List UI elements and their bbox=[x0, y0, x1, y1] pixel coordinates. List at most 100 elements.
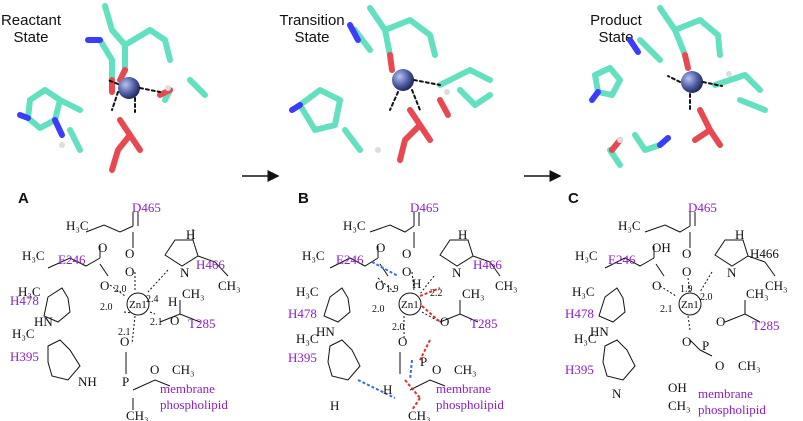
scheme-a-n466: N bbox=[180, 265, 190, 280]
structure-b bbox=[289, 5, 493, 163]
scheme-b-o-phos: O bbox=[398, 334, 407, 349]
structure-a bbox=[17, 3, 208, 173]
scheme-a-dist-2: 2.0 bbox=[100, 302, 113, 313]
scheme-c-o2: O bbox=[682, 264, 691, 279]
scheme-c-o-t285: O bbox=[716, 314, 725, 329]
scheme-a bbox=[43, 212, 229, 410]
scheme-b-o-t285: O bbox=[440, 314, 449, 329]
scheme-b-hn: HN bbox=[316, 324, 335, 339]
scheme-b-n466: N bbox=[452, 265, 462, 280]
scheme-a-o-t285: O bbox=[170, 313, 179, 328]
scheme-c-hn: HN bbox=[590, 324, 609, 339]
scheme-b-zn: Zn1 bbox=[401, 299, 419, 311]
scheme-a-nh: H bbox=[186, 227, 195, 242]
scheme-a-e246-label: E246 bbox=[58, 252, 86, 267]
panel-label-c: C bbox=[568, 190, 579, 207]
scheme-b-e246-label: E246 bbox=[336, 252, 364, 267]
scheme-a-dist-3: 2.4 bbox=[146, 294, 159, 305]
scheme-c-o1: O bbox=[682, 246, 691, 261]
scheme-b-h466-label: H466 bbox=[473, 257, 502, 272]
scheme-c-dist-1: 1.9 bbox=[680, 284, 693, 295]
panel-label-a: A bbox=[18, 190, 29, 207]
scheme-a-o-phos: O bbox=[120, 334, 129, 349]
scheme-a-o1: O bbox=[125, 246, 134, 261]
scheme-c-n466: N bbox=[727, 265, 737, 280]
scheme-b-h3c-h395: H₃C bbox=[296, 331, 319, 346]
scheme-a-nh395: NH bbox=[78, 374, 97, 389]
reactant-state-title: Reactant State bbox=[0, 12, 62, 46]
scheme-b-substrate-line1: membrane bbox=[436, 381, 491, 396]
scheme-b-p: P bbox=[420, 354, 427, 369]
scheme-b-h478-label: H478 bbox=[288, 306, 317, 321]
scheme-a-dist-5: 2.1 bbox=[118, 327, 131, 338]
scheme-c bbox=[598, 212, 776, 381]
scheme-a-d465-label: D465 bbox=[132, 200, 161, 215]
scheme-c-d465-label: D465 bbox=[688, 200, 717, 215]
scheme-b-labels: H₃C D465 O O H₃C E246 O O H466 H N CH₃ H… bbox=[288, 200, 518, 421]
scheme-b-dist-4: 2.0 bbox=[392, 322, 405, 333]
scheme-a-h3c-h478: H₃C bbox=[18, 284, 41, 299]
scheme-c-nh: H bbox=[735, 227, 744, 242]
scheme-a-h3c-e246: H₃C bbox=[22, 248, 45, 263]
transition-state-title: Transition State bbox=[279, 12, 345, 46]
scheme-b-ch3-h466: CH₃ bbox=[495, 278, 518, 293]
scheme-b-h-plus: H bbox=[383, 382, 392, 397]
scheme-a-o3: O bbox=[98, 240, 107, 255]
scheme-c-dist-3: 2.1 bbox=[660, 304, 673, 315]
scheme-b-t285-label: T285 bbox=[470, 316, 497, 331]
scheme-c-h3c-d465: H₃C bbox=[618, 218, 641, 233]
scheme-b-nh: H bbox=[458, 227, 467, 242]
scheme-c-substrate-line2: phospholipid bbox=[698, 402, 766, 417]
scheme-a-substrate-line1: membrane bbox=[160, 381, 215, 396]
scheme-c-substrate-line1: membrane bbox=[698, 386, 753, 401]
scheme-a-dist-1: 2.0 bbox=[114, 284, 127, 295]
scheme-b-o-ester: O bbox=[432, 362, 441, 377]
product-state-title: Product State bbox=[590, 12, 642, 46]
scheme-b-dist-3: 2.0 bbox=[372, 304, 385, 315]
scheme-a-h478-label: H478 bbox=[10, 293, 39, 308]
scheme-c-dist-2: 2.0 bbox=[700, 292, 713, 303]
scheme-a-o-ester: O bbox=[150, 362, 159, 377]
scheme-b-h395-label: H395 bbox=[288, 350, 317, 365]
scheme-a-h285: H bbox=[168, 294, 177, 309]
scheme-a-ch3-ester: CH₃ bbox=[172, 362, 195, 377]
structure-c bbox=[589, 5, 768, 168]
scheme-a-labels: H₃C D465 O O H₃C E246 O O H466 H N CH₃ H… bbox=[10, 200, 241, 421]
scheme-a-t285-label: T285 bbox=[188, 316, 215, 331]
scheme-c-o-phos: O bbox=[682, 334, 691, 349]
scheme-a-ch3-t285: CH₃ bbox=[182, 286, 205, 301]
scheme-b-o2: O bbox=[402, 264, 411, 279]
scheme-a-ch3-h466: CH₃ bbox=[218, 278, 241, 293]
scheme-c-t285-label: T285 bbox=[752, 318, 779, 333]
scheme-b-o1: O bbox=[402, 246, 411, 261]
scheme-c-p: P bbox=[702, 338, 709, 353]
scheme-b-h3c-e246: H₃C bbox=[302, 248, 325, 263]
scheme-c-labels: H₃C D465 O O H₃C E246 OH O H466 H N CH₃ … bbox=[565, 200, 788, 417]
scheme-c-n395: N bbox=[612, 386, 622, 401]
scheme-a-ch3-lower: CH₃ bbox=[126, 408, 149, 421]
scheme-b-special-bonds bbox=[357, 261, 441, 411]
scheme-c-zn: Zn1 bbox=[681, 299, 699, 311]
scheme-c-oh-methanol: OH bbox=[668, 380, 687, 395]
scheme-b bbox=[323, 212, 501, 391]
scheme-b-n395: H bbox=[330, 398, 339, 413]
scheme-b-dist-1: 1.9 bbox=[386, 284, 399, 295]
panel-label-b: B bbox=[298, 190, 309, 207]
scheme-a-h466-label: H466 bbox=[196, 257, 225, 272]
scheme-b-ch3-t285: CH₃ bbox=[462, 286, 485, 301]
scheme-c-oh: OH bbox=[652, 240, 671, 255]
scheme-a-zn: Zn1 bbox=[129, 299, 147, 311]
scheme-b-dist-2: 2.2 bbox=[430, 288, 443, 299]
scheme-c-ch3-methanol: CH₃ bbox=[668, 398, 691, 413]
scheme-a-h3c-h395: H₃C bbox=[12, 326, 35, 341]
scheme-c-h395-label: H395 bbox=[565, 362, 594, 377]
scheme-c-o-ester: O bbox=[715, 358, 724, 373]
scheme-a-o4: O bbox=[100, 278, 109, 293]
scheme-b-d465-label: D465 bbox=[410, 200, 439, 215]
scheme-b-o4: O bbox=[375, 278, 384, 293]
scheme-c-ch3-h466: CH₃ bbox=[765, 278, 788, 293]
scheme-a-p: P bbox=[122, 374, 129, 389]
scheme-a-substrate-line2: phospholipid bbox=[160, 397, 228, 412]
